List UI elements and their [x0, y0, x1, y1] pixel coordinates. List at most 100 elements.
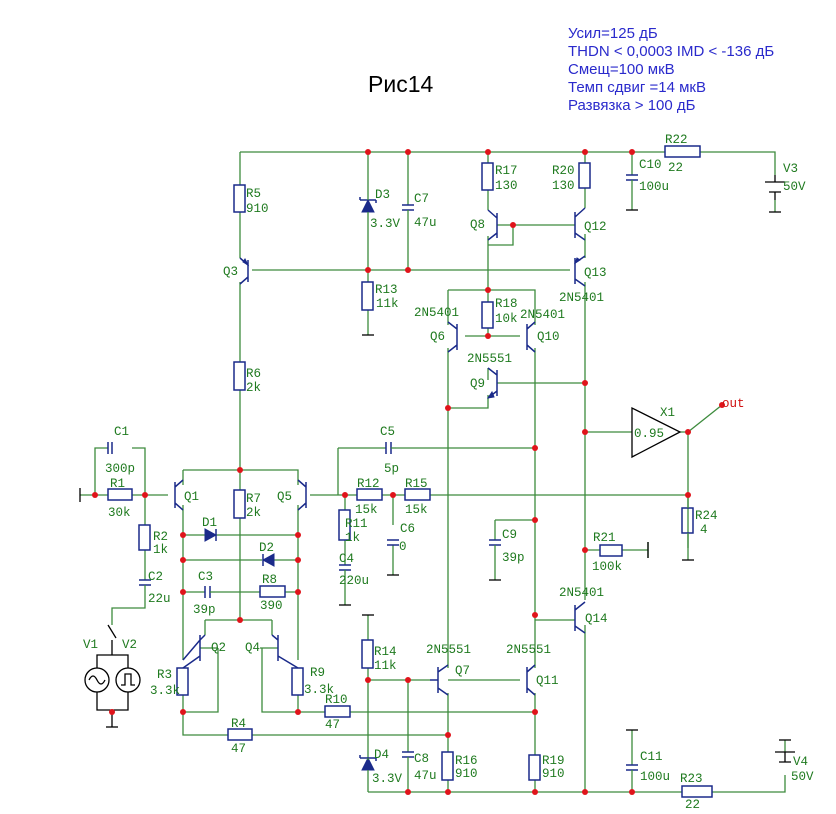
- capacitor-C10: [626, 174, 638, 181]
- resistor-R5: [233, 184, 246, 213]
- value-C1: 300p: [105, 462, 135, 476]
- battery-V3: [765, 181, 785, 193]
- diode-D2: [261, 553, 275, 567]
- label-Q2: Q2: [211, 641, 226, 655]
- resistor-R18: [481, 301, 494, 329]
- value-R19: 910: [542, 767, 565, 781]
- grounds: [79, 209, 791, 741]
- spec-thdn: THDN < 0,0003 IMD < -136 дБ: [568, 43, 774, 60]
- value-R21: 100k: [592, 560, 622, 574]
- label-Q9: Q9: [470, 377, 485, 391]
- label-Q13: Q13: [584, 266, 607, 280]
- label-R11: R11: [345, 517, 368, 531]
- spec-offset: Смещ=100 мкВ: [568, 61, 675, 78]
- capacitor-C1: [107, 442, 113, 454]
- label-V3: V3: [783, 162, 798, 176]
- label-Q10: Q10: [537, 330, 560, 344]
- label-R14: R14: [374, 645, 397, 659]
- resistor-R1: [107, 488, 133, 501]
- model-Q9: 2N5551: [467, 352, 512, 366]
- junctions: [92, 149, 725, 795]
- value-C10: 100u: [639, 180, 669, 194]
- label-D4: D4: [374, 748, 389, 762]
- resistor-R21: [599, 544, 623, 557]
- value-R23: 22: [685, 798, 700, 812]
- sources: [84, 175, 795, 763]
- capacitor-C11: [626, 764, 638, 771]
- label-X1: X1: [660, 406, 675, 420]
- transistor-Q3: [239, 257, 250, 285]
- value-R11: 1k: [345, 531, 360, 545]
- resistor-R2: [138, 524, 151, 551]
- label-R23: R23: [680, 772, 703, 786]
- value-C8: 47u: [414, 769, 437, 783]
- label-V1: V1: [83, 638, 98, 652]
- resistor-R6: [233, 361, 246, 391]
- switch-icon: [107, 624, 117, 639]
- resistor-R17: [481, 162, 494, 191]
- value-R15: 15k: [405, 503, 428, 517]
- transistor-Q8: [487, 209, 498, 241]
- label-R5: R5: [246, 187, 261, 201]
- label-R4: R4: [231, 717, 246, 731]
- resistor-R11: [338, 509, 351, 541]
- model-Q14: 2N5401: [559, 586, 604, 600]
- capacitor-C6: [387, 539, 399, 546]
- value-D3: 3.3V: [370, 217, 401, 231]
- resistor-R23: [681, 785, 713, 798]
- label-C10: C10: [639, 158, 662, 172]
- value-V4: 50V: [791, 770, 814, 784]
- resistor-R7: [233, 489, 246, 519]
- transistor-Q10: [526, 321, 536, 353]
- label-Q7: Q7: [455, 664, 470, 678]
- model-Q7: 2N5551: [426, 643, 471, 657]
- value-R7: 2k: [246, 506, 261, 520]
- transistor-Q6: [447, 321, 458, 353]
- transistor-Q14: [574, 601, 586, 634]
- value-R3: 3.3k: [150, 684, 180, 698]
- resistor-R16: [441, 751, 454, 781]
- label-R3: R3: [157, 668, 172, 682]
- resistor-R8: [259, 585, 286, 598]
- model-Q6: 2N5401: [414, 306, 459, 320]
- label-R22: R22: [665, 133, 688, 147]
- value-C11: 100u: [640, 770, 670, 784]
- pulse-source-V2: [115, 667, 141, 693]
- label-R21: R21: [593, 531, 616, 545]
- resistor-R3: [176, 667, 189, 696]
- model-Q11: 2N5551: [506, 643, 551, 657]
- diodes: [204, 195, 377, 775]
- capacitor-C7: [402, 204, 414, 211]
- value-R2: 1k: [153, 543, 168, 557]
- output-label: out: [722, 397, 745, 411]
- label-V4: V4: [793, 755, 808, 769]
- transistor-Q4: [271, 634, 299, 669]
- label-R9: R9: [310, 666, 325, 680]
- value-R14: 11k: [374, 659, 397, 673]
- label-C6: C6: [400, 522, 415, 536]
- transistor-Q12: [574, 207, 586, 241]
- resistor-R22: [664, 145, 701, 158]
- label-R1: R1: [110, 477, 125, 491]
- diode-D1: [204, 528, 218, 542]
- value-V3: 50V: [783, 180, 806, 194]
- label-Q11: Q11: [536, 674, 559, 688]
- value-R17: 130: [495, 179, 518, 193]
- resistor-R9: [291, 667, 304, 696]
- spec-drift: Темп сдвиг =14 мкВ: [568, 79, 706, 96]
- model-Q10: 2N5401: [520, 308, 565, 322]
- transistor-Q9: [486, 367, 498, 399]
- label-C5: C5: [380, 425, 395, 439]
- label-R13: R13: [375, 283, 398, 297]
- label-R6: R6: [246, 367, 261, 381]
- transistor-Q13: [573, 255, 586, 287]
- label-D3: D3: [375, 188, 390, 202]
- resistor-R12: [356, 488, 383, 501]
- label-R17: R17: [495, 164, 518, 178]
- figure-title: Рис14: [368, 71, 433, 97]
- label-R15: R15: [405, 477, 428, 491]
- capacitor-C5: [385, 442, 392, 454]
- value-R20: 130: [552, 179, 575, 193]
- value-R8: 390: [260, 599, 283, 613]
- value-R13: 11k: [376, 297, 399, 311]
